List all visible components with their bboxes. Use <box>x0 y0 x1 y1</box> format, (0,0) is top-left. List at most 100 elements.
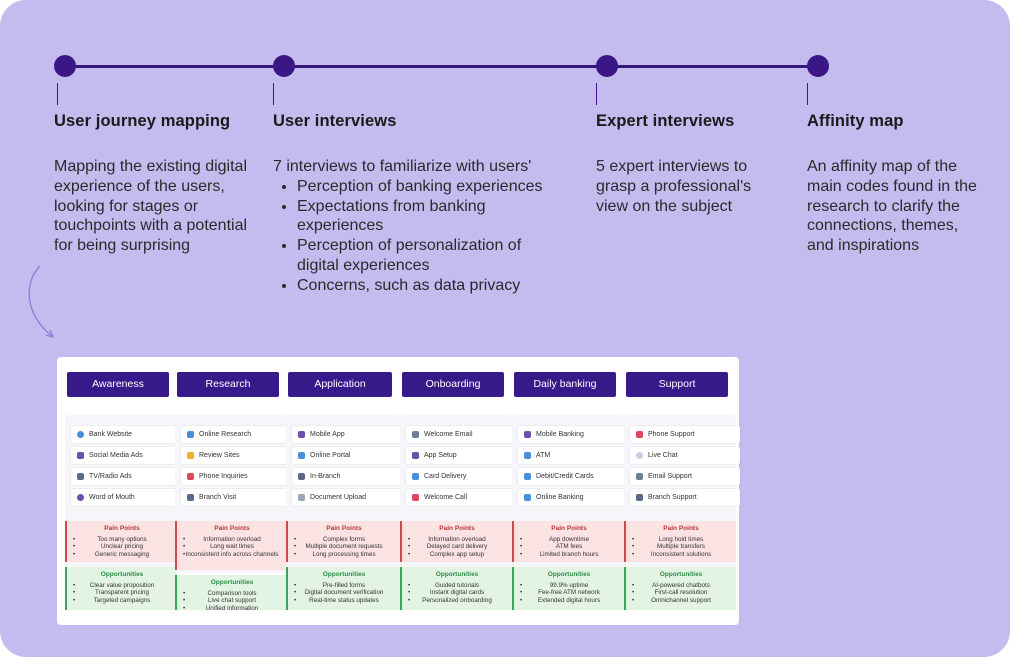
list-item: App downtime <box>514 536 624 544</box>
touchpoint-item: Email Support <box>630 468 740 485</box>
touchpoint-item: Word of Mouth <box>71 489 181 506</box>
touchpoint-label: In-Branch <box>310 473 341 480</box>
pain-points-title: Pain Points <box>214 525 250 532</box>
laptop-icon <box>524 494 531 501</box>
method-description: 7 interviews to familiarize with users' <box>273 158 532 175</box>
opportunities-box: OpportunitiesPre-filled formsDigital doc… <box>286 567 400 610</box>
list-item: Clear value proposition <box>67 582 177 590</box>
opportunities-list: Guided tutorialsInstant digital cardsPer… <box>402 582 512 604</box>
opportunities-title: Opportunities <box>210 579 254 586</box>
opportunities-box: OpportunitiesClear value propositionTran… <box>65 567 177 610</box>
opportunities-title: Opportunities <box>659 571 703 578</box>
list-item: Real-time status updates <box>288 597 400 605</box>
bank-icon <box>636 494 643 501</box>
timeline-dot-4 <box>807 55 829 77</box>
list-item: Personalized onboarding <box>402 597 512 605</box>
touchpoint-label: TV/Radio Ads <box>89 473 132 480</box>
touchpoint-label: Email Support <box>648 473 692 480</box>
list-item: Long hold times <box>626 536 736 544</box>
touchpoint-item: Online Portal <box>292 447 402 464</box>
touchpoint-label: Document Upload <box>310 494 367 501</box>
stage-header: Support <box>626 372 728 397</box>
pain-points-list: App downtimeATM feesLimited branch hours <box>514 536 624 558</box>
pain-points-box: Pain PointsComplex formsMultiple documen… <box>286 521 400 562</box>
list-item: Omnichannel support <box>626 597 736 605</box>
method-title: User interviews <box>273 112 397 130</box>
touchpoint-label: Mobile Banking <box>536 431 584 438</box>
list-item: Unclear pricing <box>67 543 177 551</box>
touchpoint-label: Card Delivery <box>424 473 467 480</box>
timeline-tick-4 <box>807 83 808 105</box>
touchpoint-item: Phone Support <box>630 426 740 443</box>
stage-header: Application <box>288 372 392 397</box>
touchpoint-item: Welcome Call <box>406 489 516 506</box>
stage-header: Onboarding <box>402 372 504 397</box>
opportunities-title: Opportunities <box>435 571 479 578</box>
touchpoint-label: Phone Inquiries <box>199 473 248 480</box>
list-item: Instant digital cards <box>402 589 512 597</box>
laptop-icon <box>298 452 305 459</box>
pain-points-list: Long hold timesMultiple transfersInconsi… <box>626 536 736 558</box>
timeline-tick-2 <box>273 83 274 105</box>
method-description: 5 expert interviews to grasp a professio… <box>596 158 752 215</box>
opportunities-list: AI-powered chatbotsFirst-call resolution… <box>626 582 736 604</box>
list-item: 99.9% uptime <box>514 582 624 590</box>
pain-points-title: Pain Points <box>551 525 587 532</box>
timeline-line <box>65 65 818 68</box>
touchpoint-label: Welcome Email <box>424 431 473 438</box>
opportunities-list: 99.9% uptimeFee-free ATM networkExtended… <box>514 582 624 604</box>
method-title: User journey mapping <box>54 112 231 130</box>
opportunities-title: Opportunities <box>547 571 591 578</box>
touchpoint-item: In-Branch <box>292 468 402 485</box>
list-item: Delayed card delivery <box>402 543 512 551</box>
touchpoint-label: Word of Mouth <box>89 494 135 501</box>
list-item: Perception of personalization of digital… <box>297 236 548 276</box>
list-item: Expectations from banking experiences <box>297 197 548 237</box>
list-item: Digital document verification <box>288 589 400 597</box>
list-item: First-call resolution <box>626 589 736 597</box>
laptop-icon <box>187 431 194 438</box>
pain-points-box: Pain PointsApp downtimeATM feesLimited b… <box>512 521 624 562</box>
touchpoint-item: Document Upload <box>292 489 402 506</box>
touchpoint-label: Branch Visit <box>199 494 237 501</box>
touchpoint-label: Welcome Call <box>424 494 468 501</box>
opportunities-list: Clear value propositionTransparent prici… <box>67 582 177 604</box>
touchpoint-item: Welcome Email <box>406 426 516 443</box>
mobile-icon <box>524 431 531 438</box>
touchpoint-item: Phone Inquiries <box>181 468 291 485</box>
method-affinity-map: Affinity map An affinity map of the main… <box>807 112 977 256</box>
list-item: Complex forms <box>288 536 400 544</box>
curved-arrow-icon <box>28 265 55 339</box>
timeline-tick-3 <box>596 83 597 105</box>
touchpoint-label: Social Media Ads <box>89 452 143 459</box>
list-item: Multiple transfers <box>626 543 736 551</box>
document-icon <box>298 494 305 501</box>
opportunities-box: Opportunities 99.9% uptimeFee-free ATM ne… <box>512 567 624 610</box>
touchpoint-item: Card Delivery <box>406 468 516 485</box>
method-journey-mapping: User journey mapping Mapping the existin… <box>54 112 254 256</box>
phone-call-icon <box>187 473 194 480</box>
list-item: Information overload <box>402 536 512 544</box>
method-expert-interviews: Expert interviews 5 expert interviews to… <box>596 112 771 216</box>
list-item: Inconsistent info across channels <box>177 551 287 559</box>
card-icon <box>524 473 531 480</box>
list-item: ATM fees <box>514 543 624 551</box>
touchpoint-item: ATM <box>518 447 628 464</box>
email-icon <box>412 431 419 438</box>
list-item: Pre-filled forms <box>288 582 400 590</box>
pain-points-box: Pain PointsLong hold timesMultiple trans… <box>624 521 736 562</box>
touchpoint-label: Review Sites <box>199 452 240 459</box>
method-description: Mapping the existing digital experience … <box>54 158 248 255</box>
list-item: Too many options <box>67 536 177 544</box>
touchpoint-item: Bank Website <box>71 426 181 443</box>
list-item: Comparison tools <box>177 590 287 598</box>
chat-icon <box>636 452 643 459</box>
list-item: Transparent pricing <box>67 589 177 597</box>
pain-points-title: Pain Points <box>439 525 475 532</box>
timeline-dot-2 <box>273 55 295 77</box>
list-item: Complex app setup <box>402 551 512 559</box>
touchpoint-item: Live Chat <box>630 447 740 464</box>
opportunities-title: Opportunities <box>322 571 366 578</box>
list-item: Extended digital hours <box>514 597 624 605</box>
